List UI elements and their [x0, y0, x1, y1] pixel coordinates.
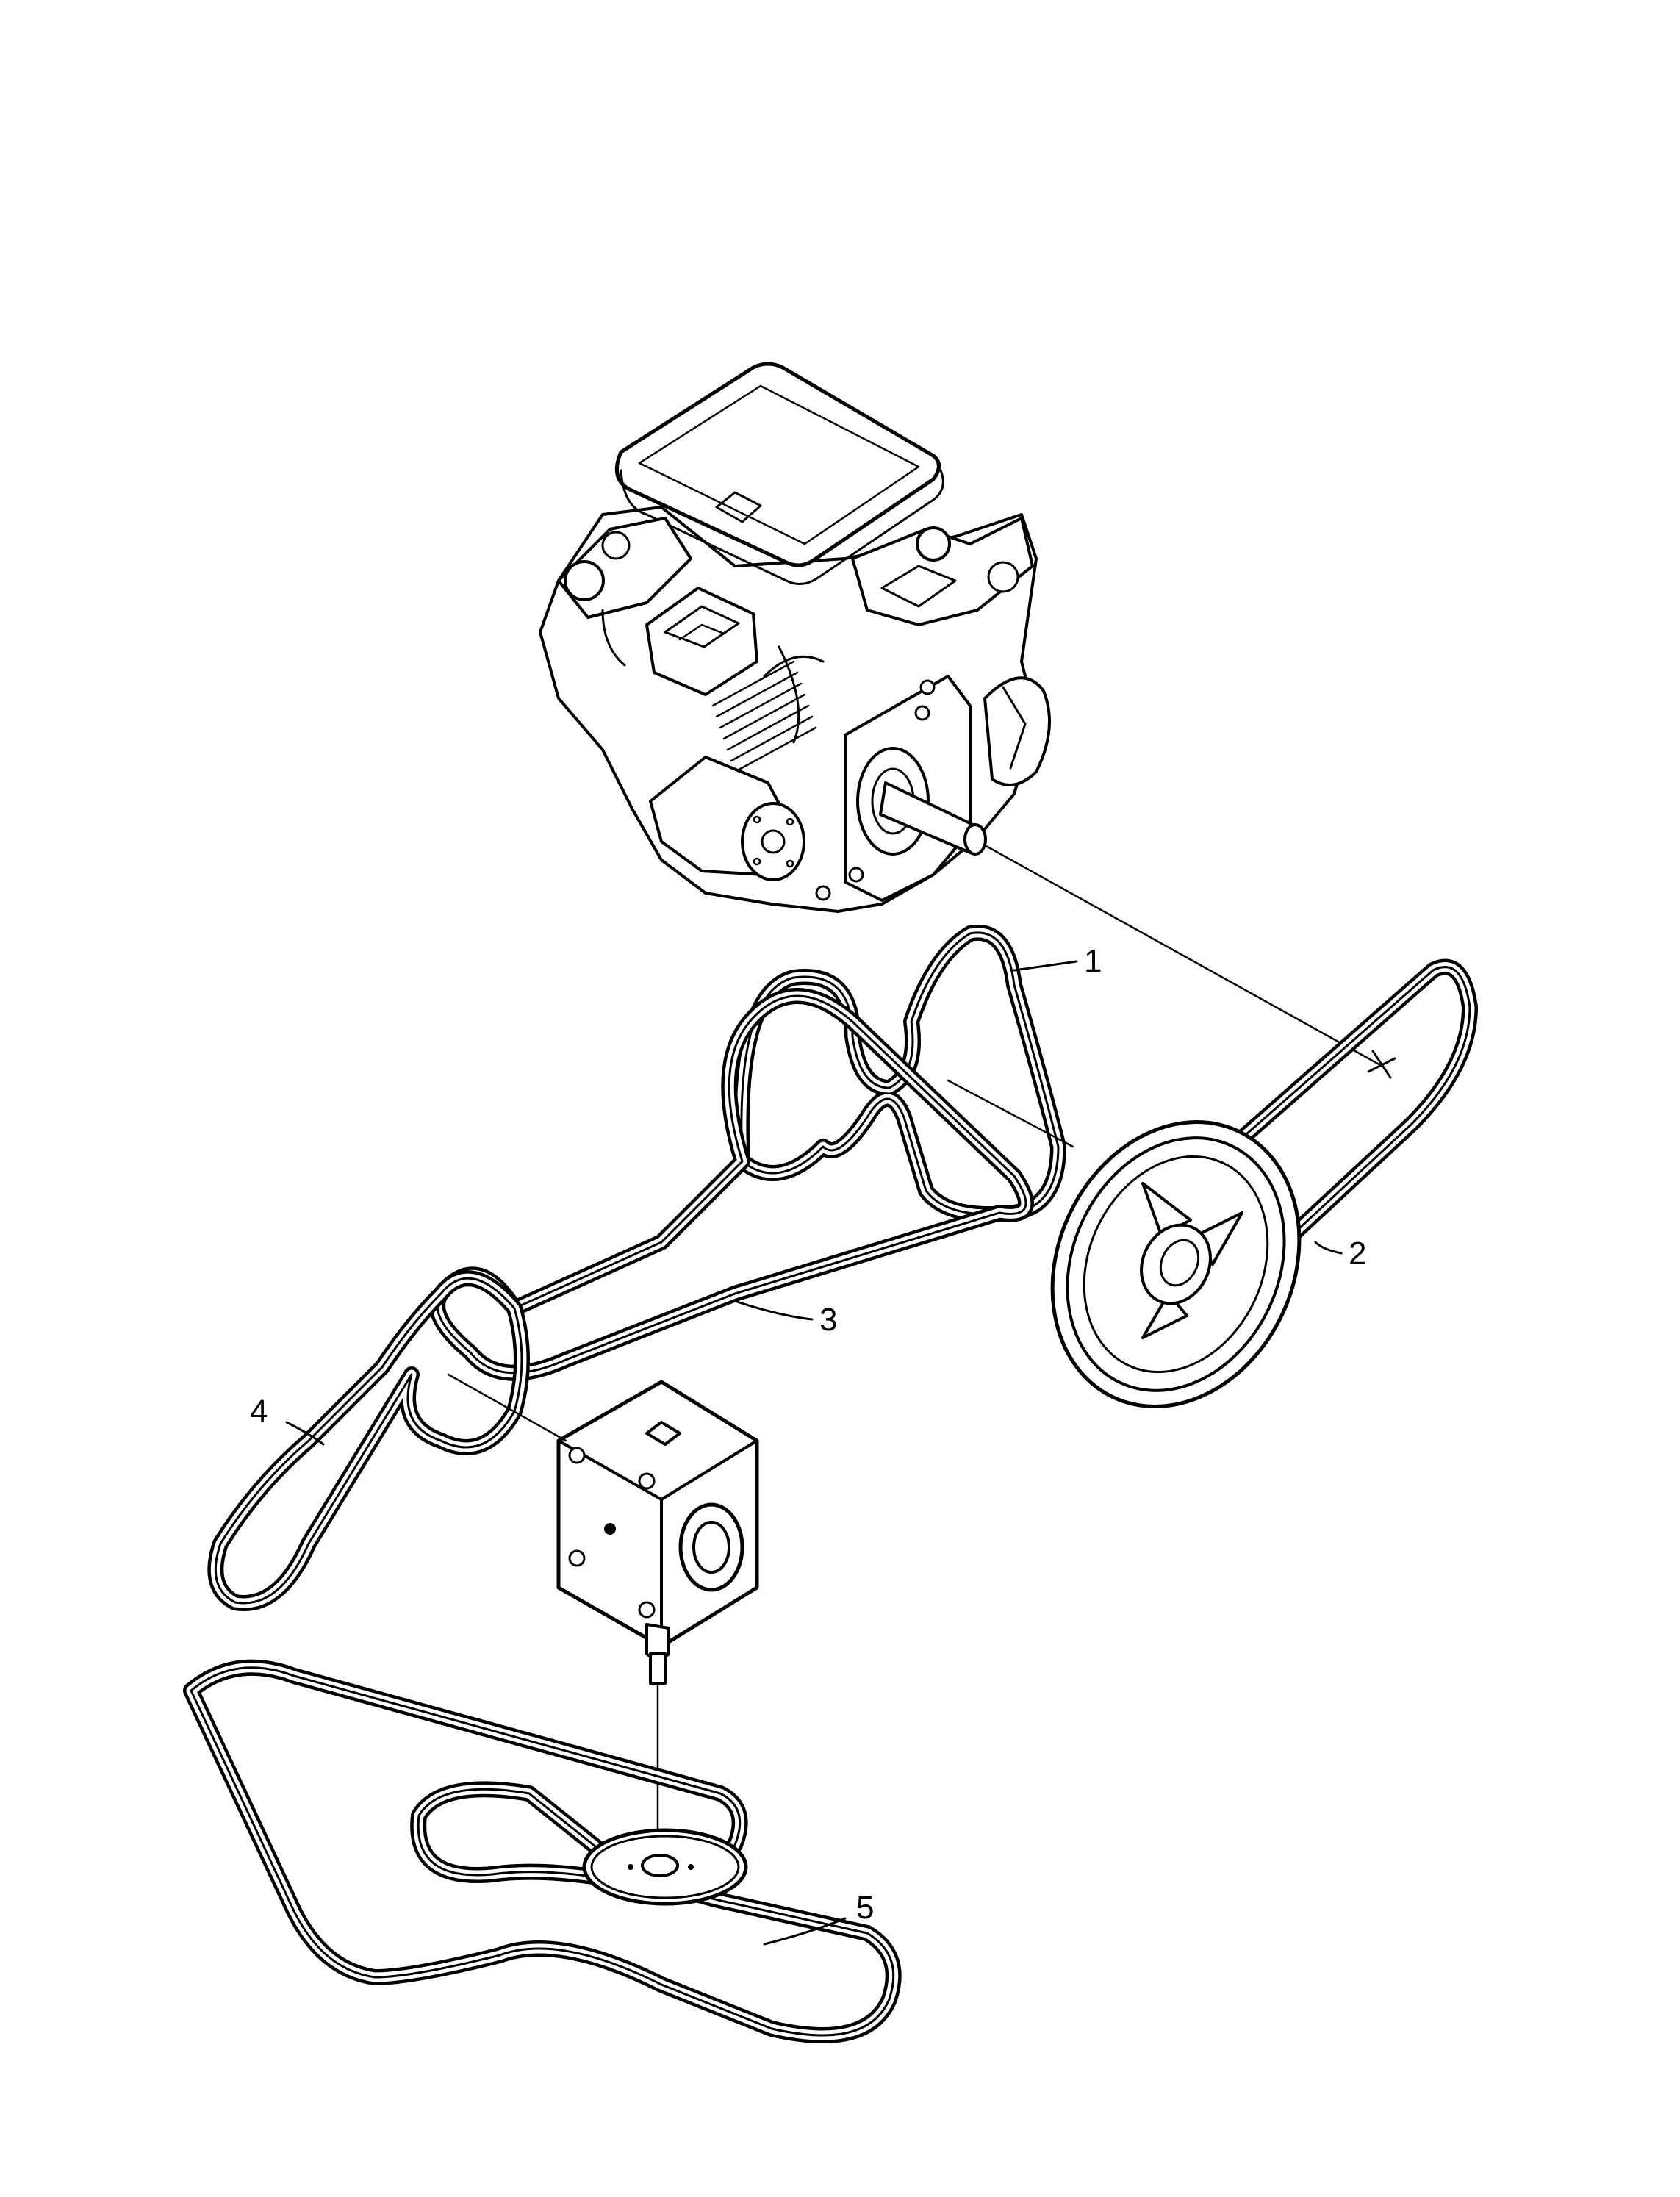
callout-3-label: 3 — [819, 1302, 837, 1338]
engine — [539, 362, 1051, 913]
callout-4: 4 — [250, 1394, 325, 1446]
callout-4-label: 4 — [250, 1394, 268, 1430]
drive-pulley — [1050, 1120, 1302, 1408]
leader-shaft-to-pulley — [983, 844, 1383, 1067]
callout-2-label: 2 — [1349, 1236, 1366, 1272]
belt-5 — [183, 1659, 902, 2043]
belt-3 — [429, 988, 1034, 1381]
callout-1-label: 1 — [1084, 943, 1102, 979]
pulley-center-mark — [1367, 1050, 1396, 1079]
callout-1: 1 — [1013, 943, 1102, 979]
leader-belt1-to-pulley — [947, 1079, 1074, 1148]
callout-2: 2 — [1314, 1236, 1366, 1272]
belt-4 — [207, 1270, 530, 1611]
leader-belt4-to-gearbox — [447, 1373, 567, 1442]
lower-pulley — [582, 1828, 748, 1906]
callout-3: 3 — [733, 1300, 837, 1338]
gearbox — [556, 1380, 759, 1685]
belt-1 — [733, 924, 1066, 1222]
callout-5-label: 5 — [856, 1890, 874, 1926]
callout-5: 5 — [763, 1890, 874, 1946]
